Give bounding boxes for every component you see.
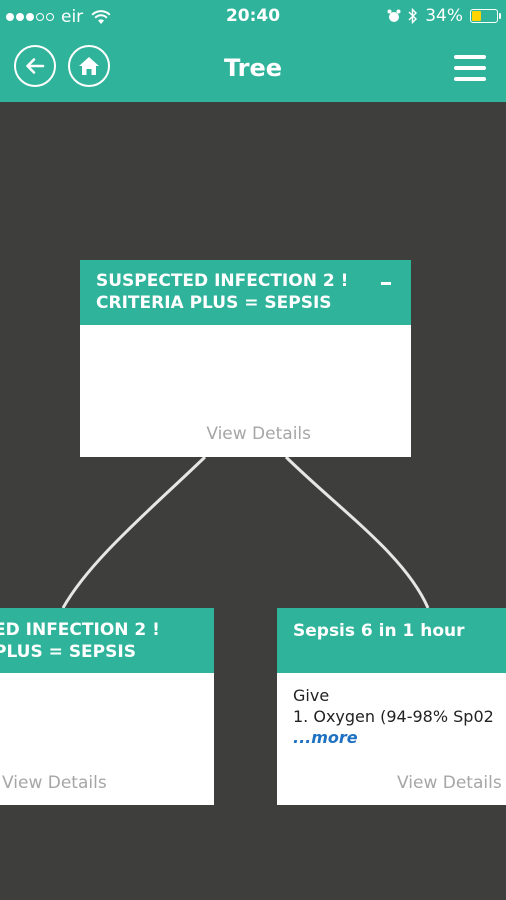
node-body: Give 1. Oxygen (94-98% Sp02 ...more bbox=[277, 673, 506, 748]
home-icon bbox=[79, 57, 99, 75]
node-title-line: ED INFECTION 2 ! bbox=[0, 620, 160, 640]
alarm-icon bbox=[387, 9, 401, 22]
menu-button[interactable] bbox=[454, 55, 486, 81]
battery-icon bbox=[470, 9, 501, 23]
connector-left bbox=[61, 455, 207, 609]
tree-node-root[interactable]: SUSPECTED INFECTION 2 ! CRITERIA PLUS = … bbox=[80, 260, 411, 457]
status-right: 34% bbox=[380, 6, 501, 26]
node-header[interactable]: SUSPECTED INFECTION 2 ! CRITERIA PLUS = … bbox=[80, 260, 411, 325]
wifi-icon bbox=[91, 9, 111, 24]
collapse-icon[interactable] bbox=[381, 282, 391, 285]
signal-dot-icon bbox=[26, 13, 34, 21]
node-title-line: CRITERIA PLUS = SEPSIS bbox=[96, 293, 332, 313]
more-link[interactable]: ...more bbox=[293, 728, 358, 747]
app-header: eir 20:40 34% bbox=[0, 0, 506, 102]
signal-carrier: eir bbox=[6, 7, 111, 27]
view-details-link[interactable]: View Details bbox=[397, 773, 502, 793]
hamburger-menu-icon bbox=[454, 55, 486, 59]
bluetooth-icon bbox=[408, 8, 418, 24]
carrier-name: eir bbox=[61, 7, 84, 27]
node-body-line: Give bbox=[293, 686, 330, 705]
signal-dot-icon bbox=[6, 13, 14, 21]
tree-node-child-left[interactable]: ED INFECTION 2 ! PLUS = SEPSIS View Deta… bbox=[0, 608, 214, 805]
back-arrow-icon bbox=[26, 58, 45, 74]
hamburger-menu-icon bbox=[454, 77, 486, 81]
connector-right bbox=[284, 455, 430, 609]
status-bar: eir 20:40 34% bbox=[0, 0, 506, 34]
battery-level bbox=[472, 11, 481, 21]
signal-dot-empty-icon bbox=[36, 13, 44, 21]
node-body-line: 1. Oxygen (94-98% Sp02 bbox=[293, 707, 494, 726]
back-button[interactable] bbox=[14, 45, 56, 87]
hamburger-menu-icon bbox=[454, 66, 486, 70]
view-details-link[interactable]: View Details bbox=[2, 773, 107, 793]
signal-dot-icon bbox=[16, 13, 24, 21]
tree-node-child-right[interactable]: Sepsis 6 in 1 hour Give 1. Oxygen (94-98… bbox=[277, 608, 506, 805]
node-title-line: PLUS = SEPSIS bbox=[0, 642, 136, 662]
battery-percent: 34% bbox=[425, 6, 463, 26]
home-button[interactable] bbox=[68, 45, 110, 87]
node-header[interactable]: Sepsis 6 in 1 hour bbox=[277, 608, 506, 673]
node-title-line: SUSPECTED INFECTION 2 ! bbox=[96, 271, 349, 291]
node-header[interactable]: ED INFECTION 2 ! PLUS = SEPSIS bbox=[0, 608, 214, 673]
signal-dot-empty-icon bbox=[46, 13, 54, 21]
view-details-link[interactable]: View Details bbox=[206, 424, 311, 444]
status-time: 20:40 bbox=[225, 6, 281, 26]
node-title-line: Sepsis 6 in 1 hour bbox=[293, 621, 465, 641]
page-title: Tree bbox=[223, 54, 283, 82]
